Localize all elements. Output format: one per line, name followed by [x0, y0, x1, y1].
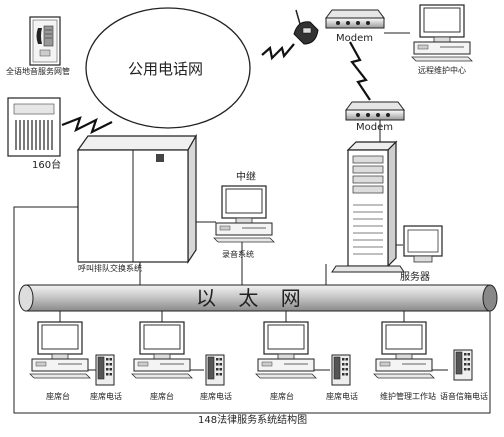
maintenance-pc	[373, 321, 435, 379]
agent-phone-3-label: 座席电话	[326, 392, 358, 401]
rack-label: 160台	[32, 160, 62, 171]
recording-system-pc	[213, 185, 275, 243]
agent-pc-1-label: 座席台	[46, 392, 70, 401]
modem-bottom-label: Modem	[356, 122, 393, 133]
voicemail-phone	[453, 349, 473, 381]
agent-phone-1-label: 座席电话	[90, 392, 122, 401]
server-tower	[331, 140, 405, 273]
remote-center-pc	[411, 4, 473, 62]
ethernet-bus	[18, 284, 498, 312]
modem-bottom	[345, 101, 405, 121]
recording-label: 录音系统	[222, 250, 254, 259]
fax-label: 全语地音服务网管	[6, 67, 70, 76]
modem-top-label: Modem	[336, 33, 373, 44]
server-label: 服务器	[400, 272, 430, 283]
agent-pc-3-label: 座席台	[270, 392, 294, 401]
agent-pc-2-label: 座席台	[150, 392, 174, 401]
server-monitor	[403, 225, 443, 263]
agent-pc-3	[255, 321, 317, 379]
fax-machine	[29, 16, 61, 66]
ethernet-label: 以 太 网	[196, 286, 309, 310]
modem-top	[325, 9, 385, 29]
pbx-label: 呼叫排队交换系统	[78, 264, 142, 273]
telephone-network-cloud	[85, 7, 251, 129]
remote-center-label: 远程维护中心	[418, 66, 466, 75]
wireless-links	[61, 41, 371, 135]
agent-phone-2	[205, 354, 225, 386]
agent-pc-1	[29, 321, 91, 379]
agent-phone-3	[331, 354, 351, 386]
voicemail-phone-label: 语音信箱电话	[440, 392, 488, 401]
relay-label: 中继	[236, 172, 256, 183]
line-rack	[7, 97, 61, 157]
maintenance-pc-label: 维护管理工作站	[380, 392, 436, 401]
pbx-cabinet	[76, 133, 198, 264]
agent-phone-1	[95, 354, 115, 386]
mobile-phone-icon	[293, 9, 319, 45]
agent-pc-2	[131, 321, 193, 379]
cloud-label: 公用电话网	[128, 60, 204, 78]
diagram-title: 148法律服务系统结构图	[198, 415, 308, 426]
agent-phone-2-label: 座席电话	[200, 392, 232, 401]
